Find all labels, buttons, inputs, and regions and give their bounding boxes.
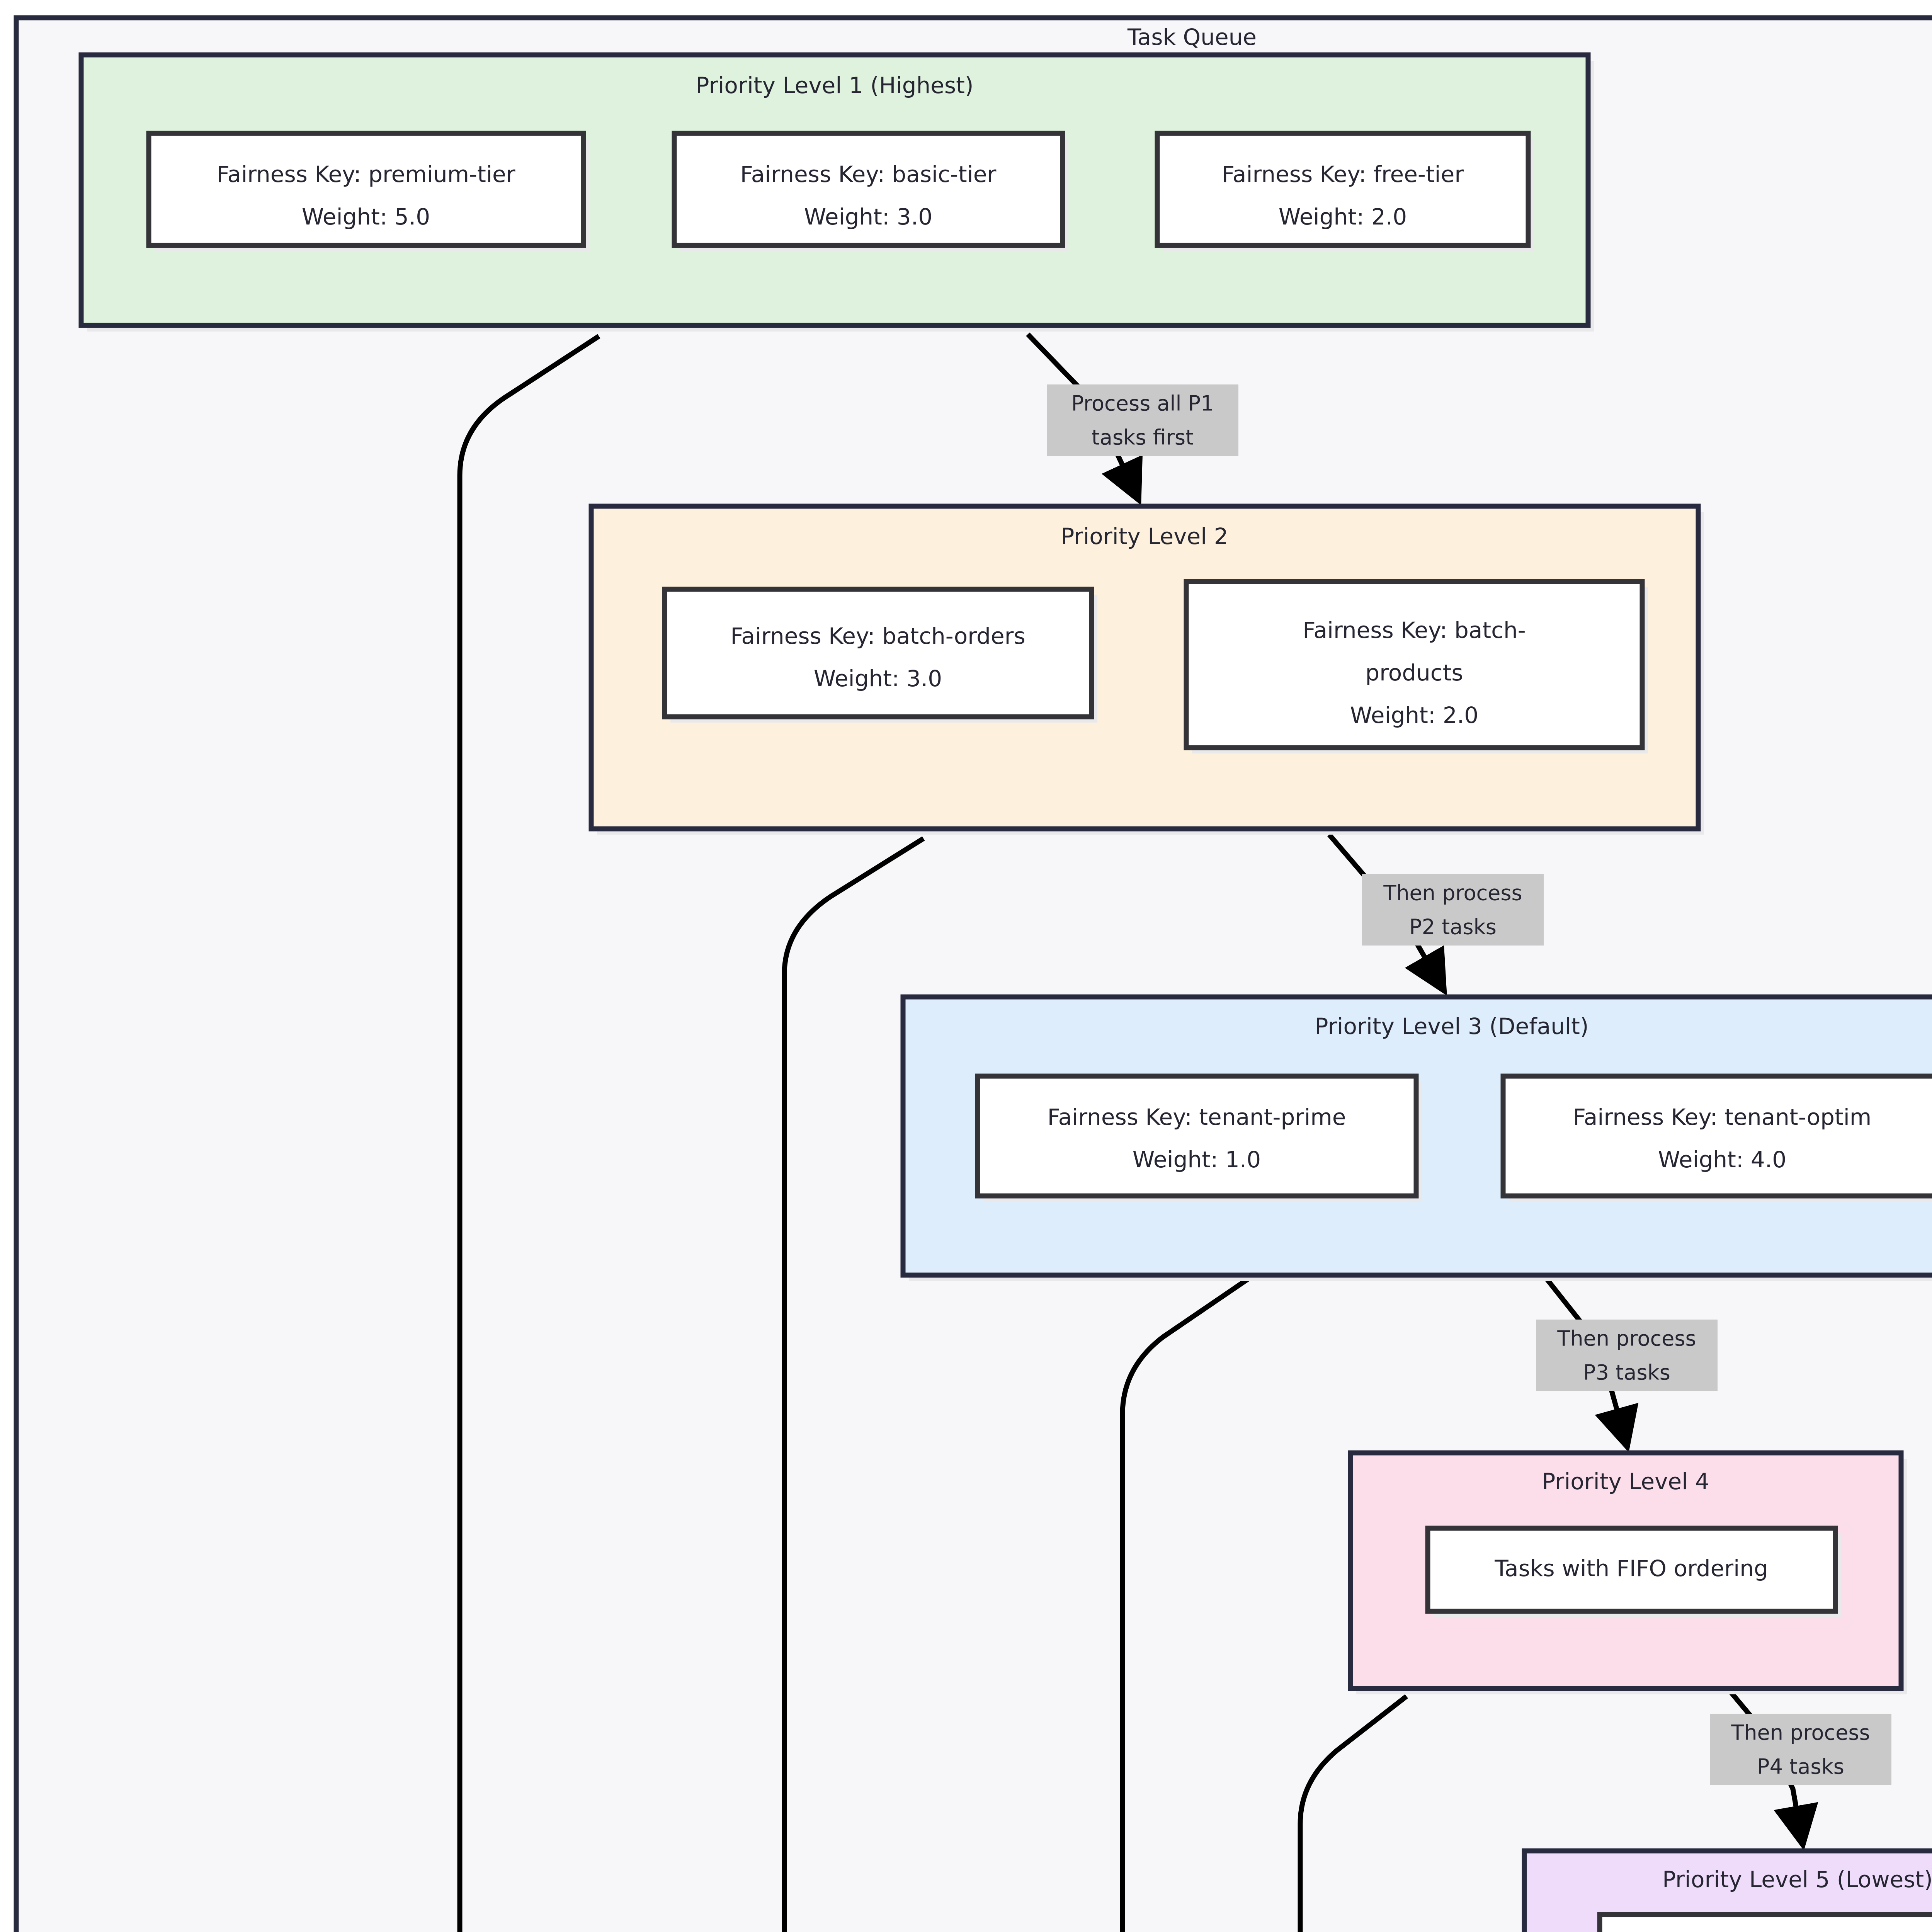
edge-p4-to-workers (1298, 1694, 1408, 1932)
edge-label-p1-p2: Process all P1 tasks first (1047, 384, 1238, 456)
p2a-weight: Weight: 3.0 (814, 665, 942, 692)
p2a-key: Fairness Key: batch-orders (730, 623, 1025, 649)
cluster-priority-level-2: Priority Level 2 Fairness Key: batch-ord… (588, 503, 1704, 835)
p1a-rect (146, 131, 586, 248)
p1a-weight: Weight: 5.0 (302, 204, 430, 230)
edge-label-p4-p5-bg (1710, 1714, 1891, 1785)
edge-label-p1-p2-bg (1047, 384, 1238, 456)
edge-label-p3-p4-line2: P3 tasks (1583, 1361, 1670, 1385)
p4a-text: Tasks with FIFO ordering (1494, 1555, 1768, 1582)
edge-label-p2-p3: Then process P2 tasks (1362, 874, 1544, 946)
edge-label-p4-p5: Then process P4 tasks (1710, 1714, 1891, 1785)
p1b-weight: Weight: 3.0 (804, 204, 932, 230)
task-queue-title: Task Queue (1127, 24, 1257, 50)
p2b-key-line1: Fairness Key: batch- (1303, 617, 1526, 643)
edge-label-p1-p2-line2: tasks first (1092, 425, 1194, 450)
cluster-priority-level-5: Priority Level 5 (Lowest) Tasks with FIF… (1522, 1848, 1932, 1932)
p3a-key: Fairness Key: tenant-prime (1048, 1104, 1346, 1130)
p2b-weight: Weight: 2.0 (1350, 702, 1478, 728)
p2b-key-line2: products (1365, 660, 1463, 686)
cluster-priority-level-3: Priority Level 3 (Default) Fairness Key:… (900, 994, 1932, 1281)
edge-label-p3-p4-bg (1536, 1320, 1718, 1391)
p1a-key: Fairness Key: premium-tier (216, 161, 515, 187)
edge-label-p2-p3-bg (1362, 874, 1544, 946)
edge-label-p3-p4: Then process P3 tasks (1536, 1320, 1718, 1391)
p1b-rect (672, 131, 1065, 248)
p1b-key: Fairness Key: basic-tier (740, 161, 997, 187)
cluster-priority-level-1: Priority Level 1 (Highest) Fairness Key:… (78, 52, 1594, 332)
edge-label-p4-p5-line2: P4 tasks (1757, 1755, 1844, 1779)
p4-title: Priority Level 4 (1542, 1468, 1709, 1495)
cluster-task-queue: Task Queue (14, 15, 1932, 1932)
cluster-priority-level-4: Priority Level 4 Tasks with FIFO orderin… (1348, 1450, 1907, 1694)
p3b-rect (1500, 1073, 1932, 1199)
p3-title: Priority Level 3 (Default) (1315, 1013, 1589, 1039)
p2-title: Priority Level 2 (1061, 523, 1228, 549)
edge-label-p4-p5-line1: Then process (1731, 1721, 1870, 1745)
p1c-weight: Weight: 2.0 (1279, 204, 1407, 230)
edge-p3-to-workers (1120, 1277, 1250, 1932)
edge-label-p2-p3-line1: Then process (1383, 881, 1522, 905)
edge-label-p2-p3-line2: P2 tasks (1409, 915, 1497, 939)
p3a-weight: Weight: 1.0 (1133, 1146, 1261, 1173)
edge-p1-to-workers (457, 334, 600, 1932)
p2b-rect (1184, 579, 1645, 750)
p5a-rect (1597, 1912, 1932, 1932)
edge-label-p3-p4-line1: Then process (1557, 1327, 1696, 1351)
p2a-rect (662, 587, 1094, 719)
p3a-rect (975, 1073, 1419, 1199)
p5-title: Priority Level 5 (Lowest) (1662, 1866, 1932, 1893)
edge-label-p1-p2-line1: Process all P1 (1071, 391, 1214, 416)
p3b-key: Fairness Key: tenant-optim (1573, 1104, 1872, 1130)
p1c-key: Fairness Key: free-tier (1222, 161, 1464, 187)
p1c-rect (1155, 131, 1531, 248)
p3b-weight: Weight: 4.0 (1658, 1146, 1786, 1173)
p4a-rect (1425, 1526, 1838, 1614)
p1-title: Priority Level 1 (Highest) (696, 72, 974, 99)
edge-p2-to-workers (782, 836, 925, 1932)
